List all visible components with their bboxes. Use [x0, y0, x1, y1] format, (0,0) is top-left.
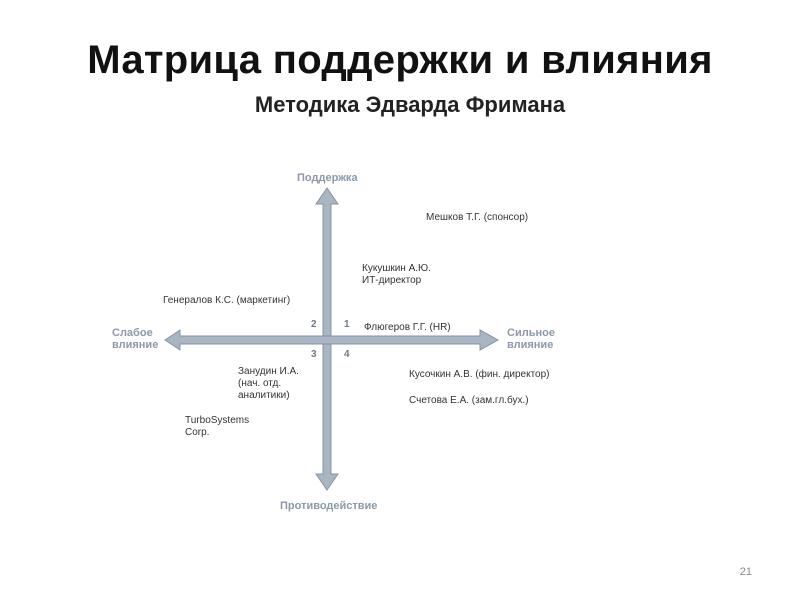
axis-label-weak-line1: Слабое — [112, 327, 153, 339]
stakeholder-kukushkin-name: Кукушкин А.Ю. — [362, 263, 431, 274]
stakeholder-zanudin-name: Занудин И.А. — [238, 366, 299, 377]
axis-label-strong-influence: Сильное влияние — [507, 327, 555, 351]
stakeholder-turbosystems-name: TurboSystems — [185, 415, 250, 426]
quadrant-2-number: 2 — [311, 319, 317, 330]
stakeholder-kukushkin: Кукушкин А.Ю. ИТ-директор — [362, 263, 431, 287]
stakeholder-schetova: Счетова Е.А. (зам.гл.бух.) — [409, 395, 529, 406]
axis-label-weak-line2: влияние — [112, 339, 159, 351]
stakeholder-zanudin-role2: аналитики) — [238, 390, 290, 401]
stakeholder-turbosystems: TurboSystems Corp. — [185, 415, 249, 439]
stakeholder-kukushkin-role: ИТ-директор — [362, 275, 422, 286]
quadrant-3-number: 3 — [311, 349, 317, 360]
axis-label-strong-line1: Сильное — [507, 327, 555, 339]
stakeholder-zanudin-role1: (нач. отд. — [238, 378, 282, 389]
axis-label-weak-influence: Слабое влияние — [112, 327, 158, 351]
page-subtitle: Методика Эдварда Фримана — [254, 92, 566, 117]
quadrant-1-number: 1 — [344, 319, 350, 330]
stakeholder-generalov: Генералов К.С. (маркетинг) — [163, 295, 291, 306]
stakeholder-meshkov: Мешков Т.Г. (спонсор) — [426, 212, 529, 223]
horizontal-axis-arrow — [164, 329, 500, 351]
page-number: 21 — [739, 566, 752, 578]
axis-label-opposition: Противодействие — [280, 500, 378, 512]
page-title: Матрица поддержки и влияния — [87, 38, 713, 82]
quadrant-4-number: 4 — [344, 349, 350, 360]
stakeholder-zanudin: Занудин И.А. (нач. отд. аналитики) — [238, 366, 299, 402]
stakeholder-flyugerov: Флюгеров Г.Г. (HR) — [364, 322, 451, 333]
stakeholder-kusochkin: Кусочкин А.В. (фин. директор) — [409, 369, 550, 380]
axis-label-strong-line2: влияние — [507, 339, 554, 351]
stakeholder-turbosystems-suffix: Corp. — [185, 427, 210, 438]
axis-label-support: Поддержка — [297, 172, 358, 184]
